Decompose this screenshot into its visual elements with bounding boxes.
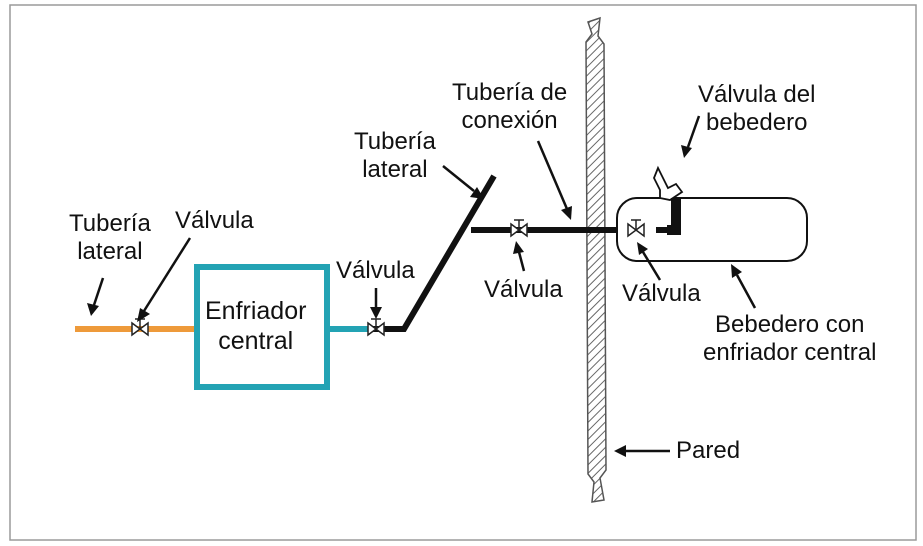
fountain-valve-label: Válvula del bebedero [698,81,816,136]
connection-valve-icon [510,219,528,238]
frame-border [9,4,917,541]
arrow-wall [614,445,670,457]
connection-pipe-label: Tubería de conexión [452,79,568,134]
fountain-internal-pipe [667,198,681,235]
arrow-fountain-valve-top [681,115,701,158]
arrow-chiller-valve [370,288,382,319]
chiller-valve-icon [367,318,385,337]
arrow-fountain [731,264,757,309]
lateral-pipe-label: Tubería lateral [354,128,436,183]
chiller-valve-label: Válvula [336,257,415,284]
arrow-lateral-pipe [442,165,484,199]
connection-valve-label: Válvula [484,276,563,303]
central-chiller-label: Enfriador central [205,297,307,355]
fountain-inlet-valve-label: Válvula [622,280,701,307]
left-lateral-pipe-label: Tubería lateral [69,210,151,265]
arrow-left-valve [137,237,192,322]
arrow-connection-pipe [536,140,572,220]
fountain-label: Bebedero con enfriador central [703,311,877,366]
wall-label: Pared [676,437,741,464]
arrow-left-pipe [87,277,105,316]
arrow-connection-valve [513,241,526,272]
fountain-inlet-valve-icon [627,219,645,238]
left-valve-label: Válvula [175,207,254,234]
black-pipe-riser [370,174,497,332]
drinking-fountain [616,197,808,262]
leader-arrows [87,115,757,457]
fountain-bubbler [653,165,684,201]
wall [585,16,607,503]
arrow-fountain-inlet-valve [637,242,662,281]
left-valve-icon [131,318,149,337]
